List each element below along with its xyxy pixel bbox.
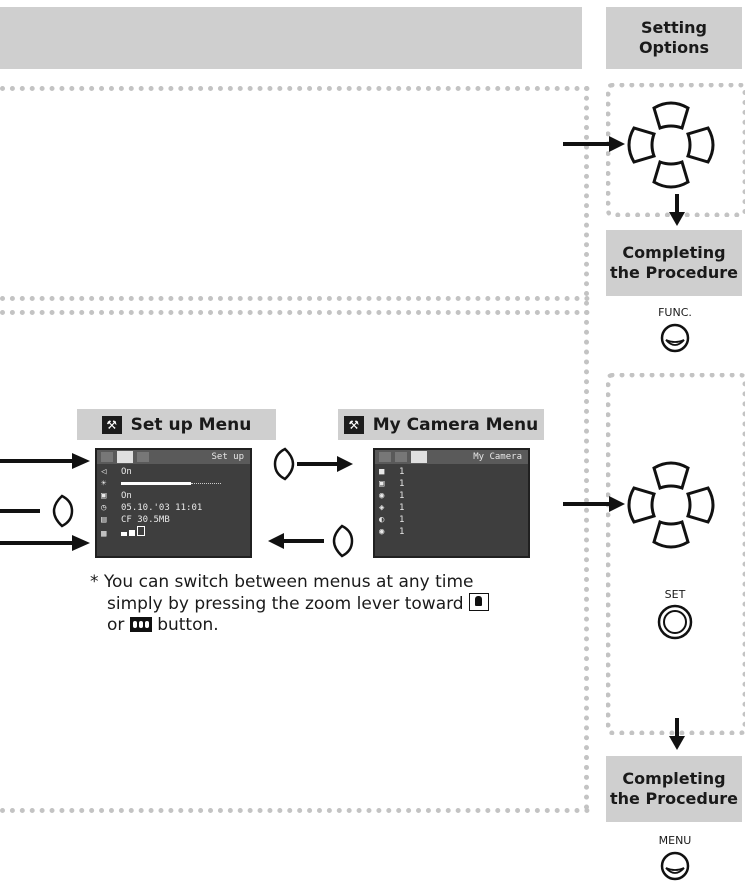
arrow-right-icon (563, 496, 625, 512)
completing-line1: Completing (622, 243, 726, 262)
options-box-2 (606, 373, 745, 735)
mycamera-tab-icon (137, 452, 149, 462)
set-button[interactable] (656, 603, 694, 641)
func-button[interactable] (659, 322, 691, 354)
dotted-divider (0, 808, 590, 813)
screen-row: ◉1 (379, 527, 405, 537)
setting-options-line2: Options (638, 38, 710, 57)
screen-row: ▣On (101, 491, 132, 501)
camera-tab-icon (379, 452, 391, 462)
left-button-icon[interactable] (268, 524, 356, 558)
screen-row: ◁On (101, 467, 132, 477)
screen-row: ☀ (101, 478, 221, 490)
set-label: SET (664, 588, 686, 601)
dotted-divider (584, 86, 589, 306)
mycamera-menu-text: My Camera Menu (372, 414, 539, 435)
note-line-3: or button. (107, 615, 219, 635)
note-text: * You can switch between menus at any ti… (90, 572, 570, 636)
note-line-1: * You can switch between menus at any ti… (90, 572, 474, 592)
mycamera-menu-label: ⚒ My Camera Menu (338, 409, 544, 440)
completing-line2: the Procedure (610, 263, 738, 282)
dotted-divider (0, 296, 590, 301)
arrow-right-icon (0, 453, 90, 469)
screen-row: ◈1 (379, 503, 405, 513)
setup-menu-label: ⚒ Set up Menu (77, 409, 276, 440)
func-label: FUNC. (658, 306, 692, 319)
screen-row: ▣1 (379, 479, 405, 489)
right-button-icon[interactable] (267, 447, 355, 481)
top-header-bar (0, 7, 582, 69)
setting-options-line1: Setting (641, 18, 707, 37)
setup-menu-text: Set up Menu (130, 414, 252, 435)
dotted-divider (0, 310, 590, 315)
arrow-right-icon (563, 136, 625, 152)
setup-menu-screen: Set up ◁On ☀ ▣On ◷05.10.'03 11:01 ▤CF 30… (95, 448, 252, 558)
mycamera-tab-icon (411, 451, 427, 463)
dotted-divider (0, 86, 590, 91)
arrow-down-icon (669, 194, 685, 226)
index-icon (129, 617, 152, 632)
menu-label: MENU (658, 834, 692, 847)
screen-title: Set up (211, 452, 244, 462)
setup-tab-icon (395, 452, 407, 462)
wrench-icon: ⚒ (343, 415, 364, 434)
arrow-right-icon (0, 535, 90, 551)
note-line-2: simply by pressing the zoom lever toward (90, 593, 570, 615)
screen-tab-bar: My Camera (375, 450, 528, 464)
screen-row: ◉1 (379, 491, 405, 501)
screen-row: ◷05.10.'03 11:01 (101, 503, 203, 513)
arrow-pad-icon[interactable] (626, 100, 716, 190)
completing-procedure-header: Completing the Procedure (606, 756, 742, 822)
setup-tab-icon (117, 451, 133, 463)
camera-tab-icon (101, 452, 113, 462)
menu-button[interactable] (659, 850, 691, 882)
completing-procedure-header: Completing the Procedure (606, 230, 742, 296)
completing-line2: the Procedure (610, 789, 738, 808)
wrench-icon: ⚒ (101, 415, 122, 434)
screen-row: ■1 (379, 467, 405, 477)
left-button-icon[interactable] (0, 493, 78, 529)
setting-options-header: Setting Options (606, 7, 742, 69)
completing-line1: Completing (622, 769, 726, 788)
screen-title: My Camera (473, 452, 522, 462)
zoom-tele-icon (469, 593, 490, 611)
arrow-pad-icon[interactable] (626, 460, 716, 550)
screen-row: ▤CF 30.5MB (101, 515, 170, 525)
arrow-down-icon (669, 718, 685, 750)
screen-row: ◐1 (379, 515, 405, 525)
mycamera-menu-screen: My Camera ■1 ▣1 ◉1 ◈1 ◐1 ◉1 (373, 448, 530, 558)
dotted-divider (584, 310, 589, 810)
screen-tab-bar: Set up (97, 450, 250, 464)
screen-row: ▦ (101, 526, 221, 540)
